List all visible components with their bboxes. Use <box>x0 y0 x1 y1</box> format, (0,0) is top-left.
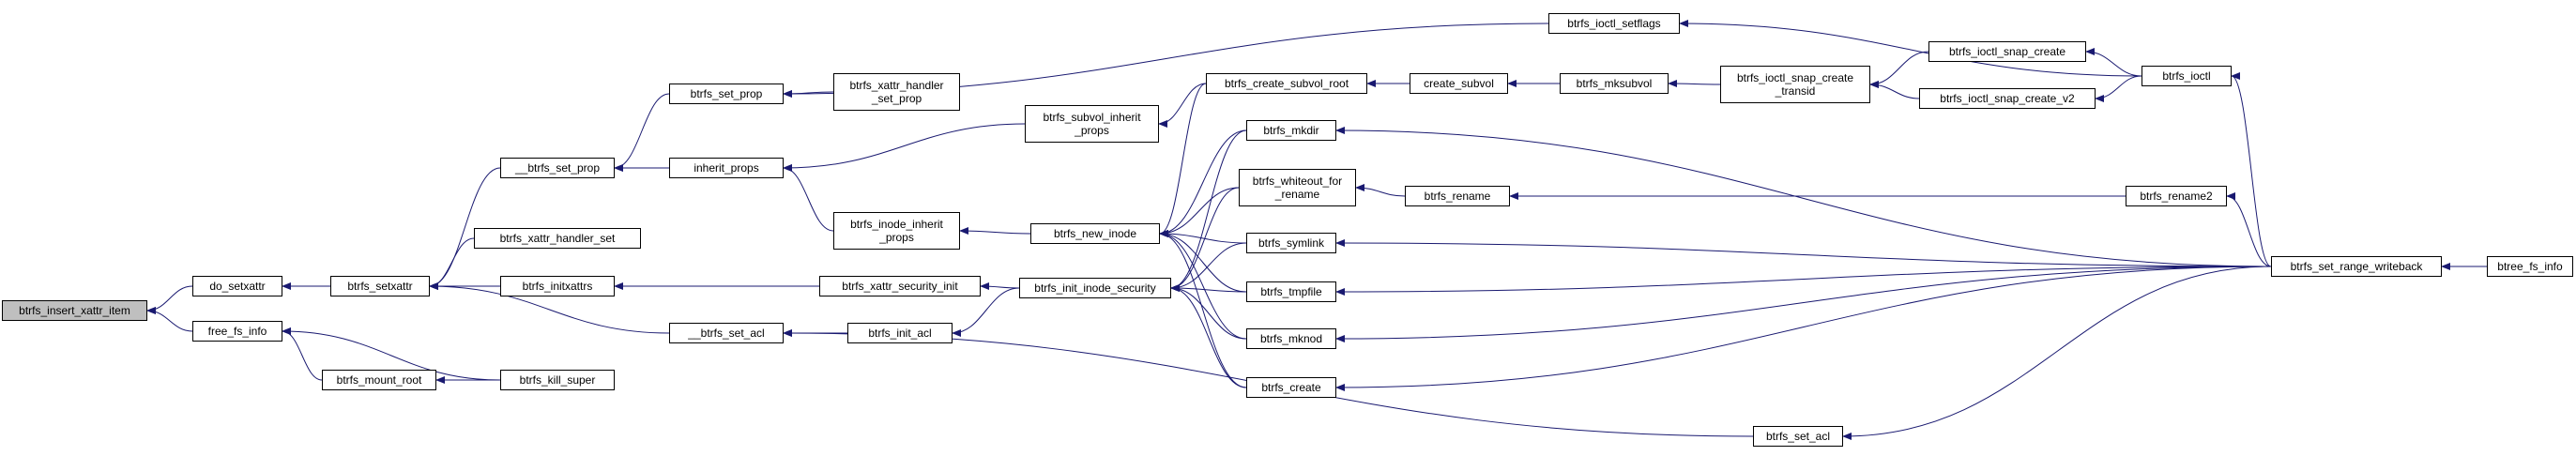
edge-btrfs-create-subvol-root-to-btrfs-new-inode <box>1159 83 1207 237</box>
node-btrfs-set-range-writeback[interactable]: btrfs_set_range_writeback <box>2271 256 2442 277</box>
edge-btrfs-ioctl-snap-create-to-btrfs-ioctl-snap-create-transid <box>1869 51 1929 88</box>
edge---btrfs-set-acl-to-btrfs-setxattr <box>429 282 670 334</box>
node-btrfs-subvol-inherit-props[interactable]: btrfs_subvol_inherit _props <box>1025 105 1159 143</box>
node-btrfs-create-subvol-root[interactable]: btrfs_create_subvol_root <box>1206 73 1367 94</box>
edge-btrfs-ioctl-snap-create-v2-to-btrfs-ioctl-snap-create-transid <box>1869 81 1920 99</box>
node-btrfs-ioctl[interactable]: btrfs_ioctl <box>2142 66 2232 86</box>
edge-do-setxattr-to-btrfs-insert-xattr-item <box>146 285 193 314</box>
edge-btrfs-set-range-writeback-to-btrfs-rename2 <box>2226 192 2272 267</box>
edge-btrfs-set-range-writeback-to-btrfs-create <box>1335 266 2272 391</box>
node-btree-fs-info[interactable]: btree_fs_info <box>2487 256 2573 277</box>
edge-btrfs-create-to-btrfs-new-inode <box>1159 230 1247 388</box>
node-btrfs-mknod[interactable]: btrfs_mknod <box>1246 328 1336 349</box>
node-btrfs-tmpfile[interactable]: btrfs_tmpfile <box>1246 281 1336 302</box>
node-btrfs-mksubvol[interactable]: btrfs_mksubvol <box>1560 73 1669 94</box>
node-btrfs-init-inode-security[interactable]: btrfs_init_inode_security <box>1019 278 1171 298</box>
node-btrfs-ioctl-snap-create-v2[interactable]: btrfs_ioctl_snap_create_v2 <box>1919 88 2096 109</box>
edge-btrfs-init-inode-security-to-btrfs-xattr-security-init <box>980 282 1020 291</box>
edge-btrfs-create-subvol-root-to-btrfs-subvol-inherit-props <box>1158 83 1207 128</box>
edge-btrfs-whiteout-for-rename-to-btrfs-new-inode <box>1159 187 1240 237</box>
edge-btrfs-mkdir-to-btrfs-new-inode <box>1159 129 1247 237</box>
node-btrfs-create[interactable]: btrfs_create <box>1246 377 1336 398</box>
edge-btrfs-tmpfile-to-btrfs-new-inode <box>1159 230 1247 293</box>
node-btrfs-set-acl[interactable]: btrfs_set_acl <box>1753 426 1843 447</box>
edge-btrfs-subvol-inherit-props-to-inherit-props <box>783 123 1026 172</box>
edge-btrfs-xattr-handler-set-to-btrfs-setxattr <box>429 237 475 290</box>
node-btrfs-rename[interactable]: btrfs_rename <box>1405 186 1510 206</box>
node-btrfs-set-prop[interactable]: btrfs_set_prop <box>669 84 784 104</box>
node-btrfs-kill-super[interactable]: btrfs_kill_super <box>500 370 615 390</box>
edge-btrfs-mknod-to-btrfs-new-inode <box>1159 230 1247 340</box>
node-btrfs-xattr-handler-set[interactable]: btrfs_xattr_handler_set <box>474 228 641 249</box>
edge-btrfs-set-range-writeback-to-btrfs-mkdir <box>1335 127 2272 267</box>
edge-btrfs-tmpfile-to-btrfs-init-inode-security <box>1170 284 1247 293</box>
edge-btrfs-mkdir-to-btrfs-init-inode-security <box>1170 129 1247 292</box>
edge-btrfs-ioctl-to-btrfs-ioctl-snap-create-v2 <box>2095 75 2142 102</box>
node-do-setxattr[interactable]: do_setxattr <box>192 276 282 296</box>
edge-btrfs-inode-inherit-props-to-inherit-props <box>783 164 834 232</box>
edge-btrfs-set-range-writeback-to-btrfs-ioctl <box>2231 72 2272 267</box>
edge-btrfs-ioctl-to-btrfs-ioctl-setflags <box>1679 20 2142 77</box>
node-btrfs-initxattrs[interactable]: btrfs_initxattrs <box>500 276 615 296</box>
node-free-fs-info[interactable]: free_fs_info <box>192 321 282 342</box>
edge-btrfs-create-to-btrfs-init-inode-security <box>1170 284 1247 388</box>
edge---btrfs-set-prop-to-btrfs-setxattr <box>429 167 501 290</box>
node-btrfs-xattr-security-init[interactable]: btrfs_xattr_security_init <box>819 276 981 296</box>
node-btrfs-ioctl-snap-create[interactable]: btrfs_ioctl_snap_create <box>1928 41 2086 62</box>
edge-btrfs-set-range-writeback-to-btrfs-set-acl <box>1842 266 2272 440</box>
edge-btrfs-whiteout-for-rename-to-btrfs-init-inode-security <box>1170 187 1240 292</box>
node-btrfs-setxattr[interactable]: btrfs_setxattr <box>330 276 430 296</box>
edge-btrfs-symlink-to-btrfs-new-inode <box>1159 230 1247 244</box>
edge-btrfs-set-prop-to---btrfs-set-prop <box>614 93 670 172</box>
edge-btrfs-init-inode-security-to-btrfs-init-acl <box>952 287 1020 337</box>
edge-btrfs-symlink-to-btrfs-init-inode-security <box>1170 242 1247 292</box>
node-inherit-props[interactable]: inherit_props <box>669 158 784 178</box>
node-btrfs-rename2[interactable]: btrfs_rename2 <box>2126 186 2227 206</box>
node-btrfs-inode-inherit-props[interactable]: btrfs_inode_inherit _props <box>833 212 960 250</box>
edge-btrfs-set-range-writeback-to-btrfs-tmpfile <box>1335 266 2272 296</box>
edge-btrfs-set-range-writeback-to-btrfs-mknod <box>1335 266 2272 342</box>
node-btrfs-ioctl-setflags[interactable]: btrfs_ioctl_setflags <box>1548 13 1680 34</box>
node-create-subvol[interactable]: create_subvol <box>1410 73 1508 94</box>
node-btrfs-mount-root[interactable]: btrfs_mount_root <box>322 370 436 390</box>
node-btrfs-new-inode[interactable]: btrfs_new_inode <box>1030 223 1160 244</box>
node-btrfs-symlink[interactable]: btrfs_symlink <box>1246 233 1336 253</box>
edge-free-fs-info-to-btrfs-insert-xattr-item <box>146 307 193 332</box>
edge-btrfs-mknod-to-btrfs-init-inode-security <box>1170 284 1247 340</box>
node-btrfs-init-acl[interactable]: btrfs_init_acl <box>847 323 953 343</box>
edge-btrfs-rename-to-btrfs-whiteout-for-rename <box>1355 184 1406 197</box>
node-btrfs-ioctl-snap-create-transid[interactable]: btrfs_ioctl_snap_create _transid <box>1720 66 1870 103</box>
node-btrfs-whiteout-for-rename[interactable]: btrfs_whiteout_for _rename <box>1239 169 1356 206</box>
edge-btrfs-ioctl-to-btrfs-ioctl-snap-create <box>2085 48 2142 77</box>
node-btrfs-set-acl-internal[interactable]: __btrfs_set_acl <box>669 323 784 343</box>
node-btrfs-xattr-handler-set-prop[interactable]: btrfs_xattr_handler _set_prop <box>833 73 960 111</box>
edge-btrfs-mount-root-to-free-fs-info <box>282 327 323 381</box>
node-btrfs-insert-xattr-item: btrfs_insert_xattr_item <box>2 300 147 321</box>
edge-btrfs-set-range-writeback-to-btrfs-symlink <box>1335 239 2272 267</box>
edge-btrfs-new-inode-to-btrfs-inode-inherit-props <box>959 227 1031 236</box>
node-btrfs-mkdir[interactable]: btrfs_mkdir <box>1246 120 1336 141</box>
node-btrfs-set-prop-internal[interactable]: __btrfs_set_prop <box>500 158 615 178</box>
edge-btrfs-kill-super-to-free-fs-info <box>282 327 501 381</box>
